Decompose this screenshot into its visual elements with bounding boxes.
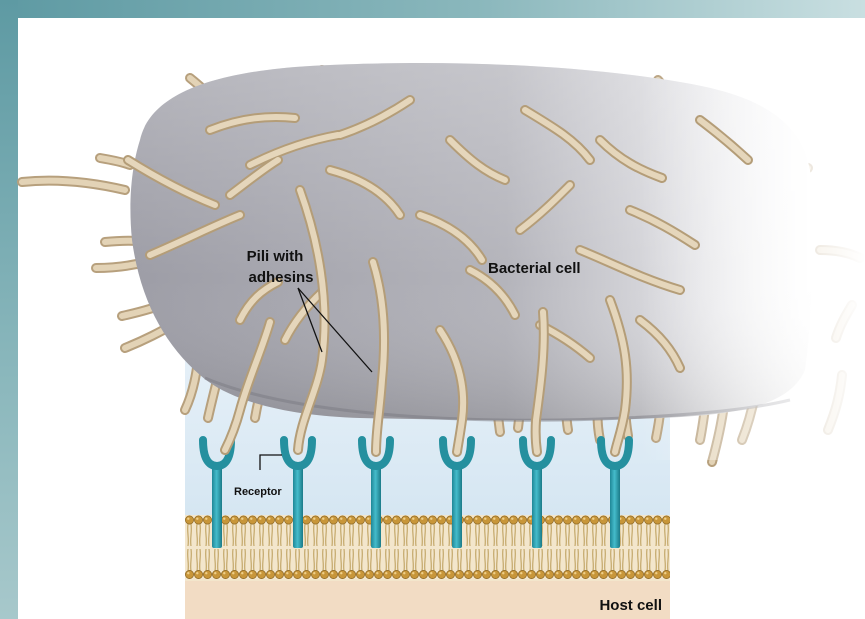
membrane-lipid-tails [185,524,670,571]
pili-label-line2: adhesins [248,269,313,286]
bacterial-cell-label: Bacterial cell [488,260,581,277]
membrane-inner-heads [185,569,670,580]
membrane-outer-heads [185,515,670,526]
pili-label-line1: Pili with [247,248,304,265]
host-cell-label: Host cell [599,597,662,614]
host-cell-interior [185,581,670,619]
receptor-label: Receptor [234,486,282,498]
